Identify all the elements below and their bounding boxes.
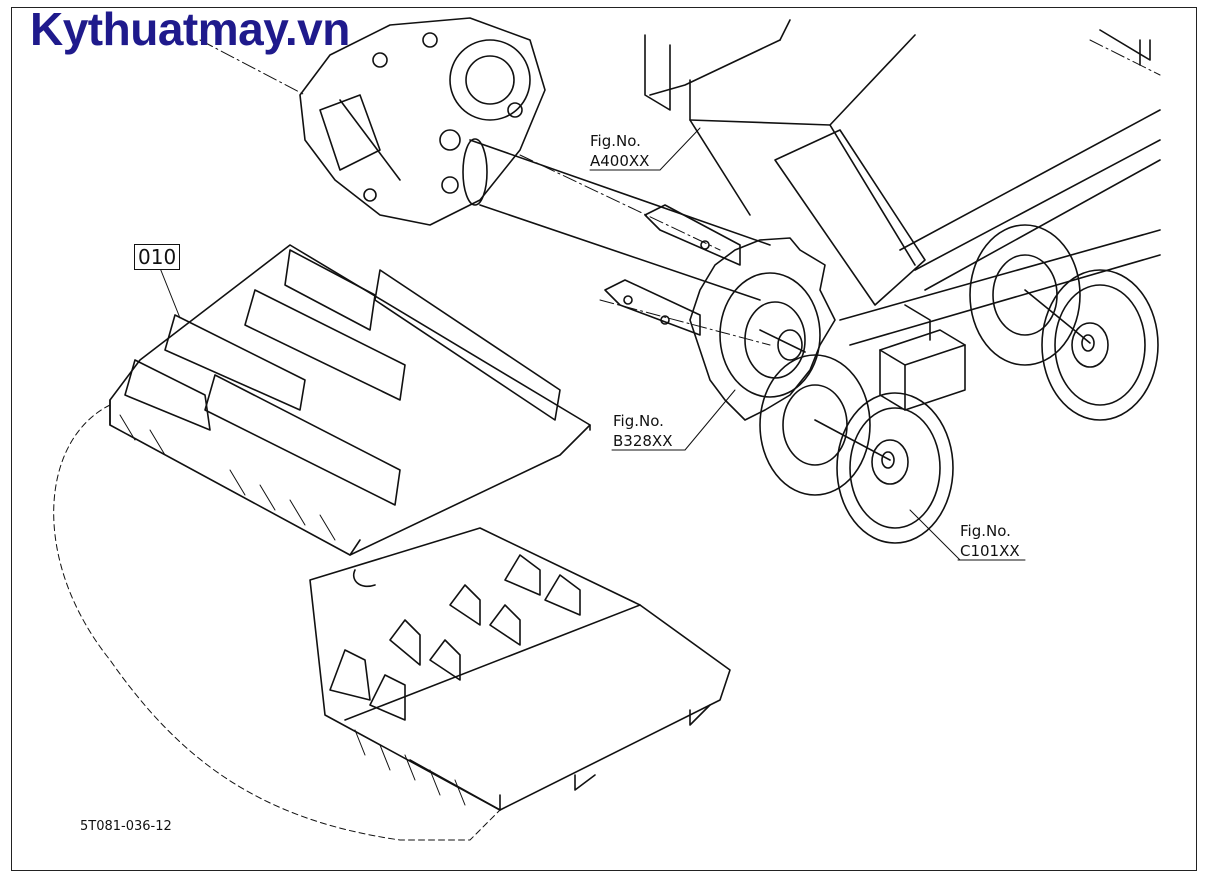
- track-loop-outline: [53, 404, 501, 841]
- road-wheels-front: [759, 354, 954, 544]
- leader-b328: [684, 389, 736, 451]
- callout-a400: Fig.No. A400XX: [590, 131, 649, 171]
- guide-line-transmission: [199, 39, 306, 96]
- transmission-housing: [299, 17, 546, 226]
- guide-line-sprocket: [519, 154, 721, 251]
- callout-label: Fig.No.: [613, 412, 664, 430]
- drawing-code: 5T081-036-12: [80, 819, 172, 834]
- drawing-frame: [11, 7, 1197, 871]
- leader-010: [159, 267, 181, 319]
- callout-code: A400XX: [590, 152, 650, 170]
- upper-frame: [644, 19, 1161, 346]
- axle-tube: [462, 138, 771, 301]
- road-wheels-rear: [969, 224, 1159, 421]
- watermark-logo: Kythuatmay.vn: [30, 3, 350, 55]
- callout-label: Fig.No.: [590, 132, 641, 150]
- callout-label: Fig.No.: [960, 522, 1011, 540]
- sprocket-bracket: [604, 204, 741, 336]
- track-upper-segment: [109, 244, 591, 556]
- guide-line-frame: [1089, 39, 1161, 76]
- callout-code: C101XX: [960, 542, 1020, 560]
- callout-b328: Fig.No. B328XX: [613, 411, 672, 451]
- part-number-label: 010: [134, 244, 181, 270]
- callout-code: B328XX: [613, 432, 673, 450]
- track-lower-segment: [309, 527, 731, 811]
- wheel-mount-block: [879, 304, 966, 411]
- callout-c101: Fig.No. C101XX: [960, 521, 1020, 561]
- drive-sprocket: [689, 237, 836, 421]
- leader-a400: [659, 127, 701, 171]
- leader-c101: [909, 509, 961, 561]
